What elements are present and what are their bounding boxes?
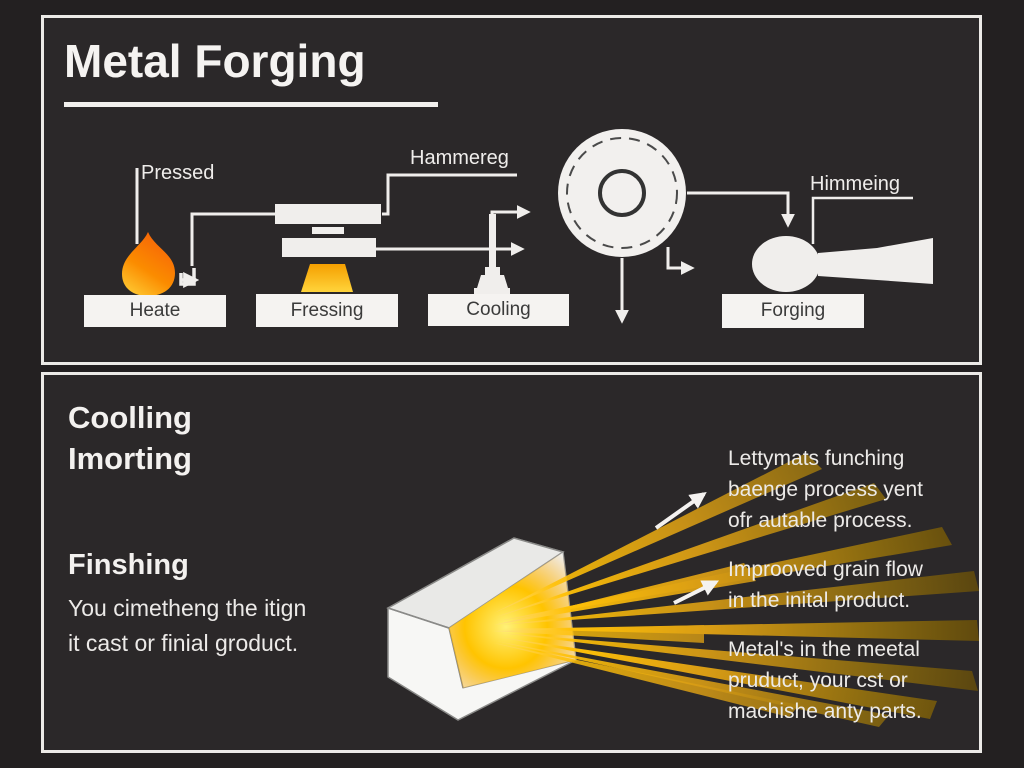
himmeing-leader-line bbox=[811, 196, 913, 244]
stage-box-cooling: Cooling bbox=[428, 294, 569, 326]
benefit-line: Metal's in the meetal bbox=[728, 638, 920, 661]
benefit-line: machishe anty parts. bbox=[728, 700, 922, 723]
benefit-line: Lettymats funching bbox=[728, 447, 905, 470]
wheel-to-mallet-arrow bbox=[687, 191, 795, 228]
stage-label: Forging bbox=[760, 300, 826, 321]
pointer-arrow-top bbox=[654, 492, 707, 530]
body-line: it cast or finial groduct. bbox=[68, 630, 299, 656]
flame-icon bbox=[122, 232, 175, 296]
title-underline bbox=[64, 102, 438, 107]
pointer-arrow-bottom bbox=[673, 580, 720, 605]
benefit-item: Lettymats funching baenge process yent o… bbox=[728, 443, 968, 536]
benefit-line: pruduct, your cst or bbox=[728, 669, 908, 692]
forging-process-diagram bbox=[122, 129, 933, 324]
benefit-item: Improoved grain flow in the inital produ… bbox=[728, 554, 968, 616]
stage-label: Fressing bbox=[290, 299, 364, 321]
benefit-line: in the inital product. bbox=[728, 589, 911, 612]
himmeing-label: Himmeing bbox=[810, 173, 901, 195]
heading-line: Coolling bbox=[68, 400, 192, 435]
mallet-icon bbox=[752, 236, 933, 292]
stage-box-heate: Heate bbox=[84, 295, 226, 327]
heading-line: Imorting bbox=[68, 441, 192, 476]
pressed-label: Pressed bbox=[141, 162, 215, 184]
page-title: Metal Forging bbox=[64, 35, 366, 87]
heat-to-press-line bbox=[190, 212, 275, 266]
sparks-icon bbox=[492, 453, 979, 727]
finishing-illustration bbox=[386, 453, 979, 727]
hammereg-leader-line bbox=[382, 173, 517, 216]
body-line: You cimetheng the itign bbox=[68, 595, 307, 621]
top-panel: Metal Forging Pressed Hammereg Himmeing … bbox=[41, 15, 982, 365]
benefit-line: ofr autable process. bbox=[728, 509, 913, 532]
benefits-list: Lettymats funching baenge process yent o… bbox=[728, 443, 968, 745]
wheel-elbow-arrow bbox=[666, 247, 695, 275]
finishing-heading: Finshing bbox=[68, 549, 189, 581]
benefit-line: baenge process yent bbox=[728, 478, 923, 501]
stage-label: Heate bbox=[129, 300, 181, 321]
benefit-item: Metal's in the meetal pruduct, your cst … bbox=[728, 634, 968, 727]
bottom-panel: Coolling Imorting Finshing You cimetheng… bbox=[41, 372, 982, 753]
benefit-line: Improoved grain flow bbox=[728, 558, 923, 581]
cooling-top-arrow bbox=[490, 205, 531, 230]
cooling-tool-icon bbox=[474, 214, 510, 294]
stage-box-fressing: Fressing bbox=[256, 294, 398, 327]
press-icon bbox=[275, 204, 381, 292]
finishing-description: You cimetheng the itign it cast or finia… bbox=[68, 591, 306, 661]
cooling-importing-heading: Coolling Imorting bbox=[68, 397, 192, 479]
stage-label: Cooling bbox=[466, 299, 531, 320]
stage-box-forging: Forging bbox=[722, 294, 864, 328]
hammereg-label: Hammereg bbox=[410, 147, 509, 169]
grinding-wheel-icon bbox=[558, 129, 686, 257]
